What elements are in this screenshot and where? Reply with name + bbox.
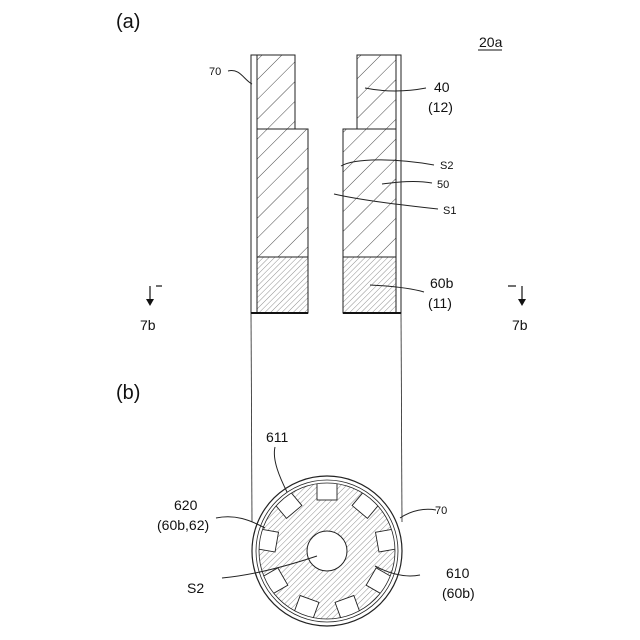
- cross-section-view: [252, 476, 402, 626]
- label-11: (11): [428, 295, 452, 311]
- section-label-right: 7b: [512, 317, 528, 333]
- section-label-left: 7b: [140, 317, 156, 333]
- label-620: 620: [174, 497, 198, 513]
- middle-member-50: [257, 129, 396, 257]
- panel-b-label: (b): [116, 382, 140, 404]
- section-arrow-right: [508, 286, 526, 306]
- reference-number: 20a: [479, 34, 503, 50]
- projection-line-right: [401, 313, 402, 522]
- label-s1: S1: [443, 205, 456, 217]
- upper-member-40: [257, 55, 396, 129]
- label-60b: 60b: [430, 275, 454, 291]
- label-s2-a: S2: [440, 160, 453, 172]
- label-70-b: 70: [435, 505, 447, 517]
- label-610: 610: [446, 565, 470, 581]
- projection-line-left: [251, 313, 252, 522]
- label-611: 611: [266, 429, 289, 445]
- section-arrow-left: [146, 286, 162, 306]
- label-s2-b: S2: [187, 580, 204, 596]
- label-40: 40: [434, 79, 450, 95]
- label-620-sub: (60b,62): [157, 517, 209, 533]
- label-12: (12): [428, 99, 453, 115]
- label-70-a: 70: [209, 66, 221, 78]
- panel-a-label: (a): [116, 11, 140, 33]
- label-610-sub: (60b): [442, 585, 475, 601]
- label-50: 50: [437, 179, 449, 191]
